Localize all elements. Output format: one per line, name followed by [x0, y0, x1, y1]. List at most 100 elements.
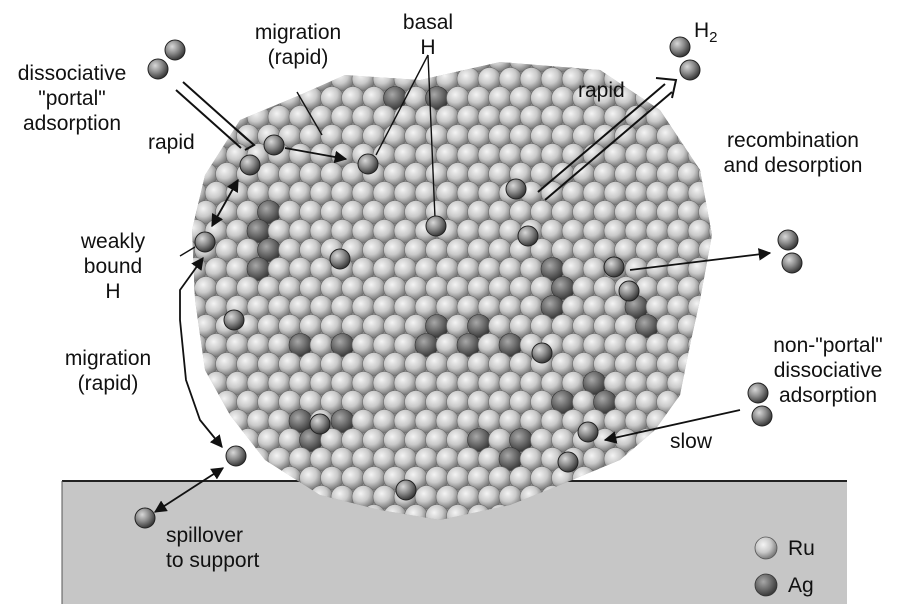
ru-atom: [247, 448, 270, 471]
label-migration-top: migration (rapid): [248, 20, 348, 70]
ru-atom: [184, 448, 207, 471]
ru-atom: [751, 258, 774, 281]
h-atom-weakly-bound: [195, 232, 215, 252]
ru-atom: [709, 448, 732, 471]
ru-atom: [730, 296, 753, 319]
ru-atom: [195, 429, 218, 452]
ru-atom: [363, 49, 386, 72]
ru-atom: [688, 334, 711, 357]
h-atom-surface: [224, 310, 244, 330]
ru-atom: [625, 68, 648, 91]
h-atom-surface: [506, 179, 526, 199]
ru-atom: [709, 220, 732, 243]
ru-atom: [751, 448, 774, 471]
ru-atom: [709, 106, 732, 129]
label-recombination: recombination and desorption: [708, 128, 878, 178]
h-atom-basal: [358, 154, 378, 174]
h-atom-surface: [310, 414, 330, 434]
ru-atom: [699, 353, 722, 376]
ru-atom: [625, 448, 648, 471]
label-slow: slow: [670, 429, 712, 454]
h-atom-spillover: [135, 508, 155, 528]
ru-atom: [741, 429, 764, 452]
ru-atom: [741, 201, 764, 224]
label-non-portal: non-"portal" dissociative adsorption: [758, 333, 898, 408]
ru-atom: [751, 106, 774, 129]
ru-atom: [730, 68, 753, 91]
label-dissociative-portal: dissociative "portal" adsorption: [6, 61, 138, 136]
ru-atom: [195, 49, 218, 72]
h2-subscript: 2: [709, 29, 717, 46]
ru-atom: [699, 49, 722, 72]
h-atom-surface: [396, 480, 416, 500]
label-basal-h: basal H: [396, 10, 460, 60]
h-atom-surface: [240, 155, 260, 175]
ru-atom: [741, 87, 764, 110]
ru-atom: [720, 87, 743, 110]
h2-molecule-desorbed-atom: [670, 37, 690, 57]
ru-atom: [699, 391, 722, 414]
ru-atom: [195, 391, 218, 414]
legend-ru-swatch: [755, 537, 777, 559]
label-h2: H2: [694, 18, 718, 50]
label-rapid-right: rapid: [578, 78, 625, 103]
ru-atom: [174, 277, 197, 300]
ru-atom: [268, 68, 291, 91]
h2-molecule-desorbed-atom: [680, 60, 700, 80]
h2-molecule-portal-atom: [165, 40, 185, 60]
ru-atom: [174, 201, 197, 224]
ru-atom: [688, 372, 711, 395]
ru-atom: [741, 239, 764, 262]
leader-weakly-bound: [180, 247, 195, 256]
ru-atom: [237, 87, 260, 110]
label-weakly-bound: weakly bound H: [70, 229, 156, 304]
ru-atom: [709, 372, 732, 395]
legend-ag-label: Ag: [788, 573, 814, 598]
ru-atom: [226, 68, 249, 91]
ru-atom: [730, 410, 753, 433]
h-atom-surface: [330, 249, 350, 269]
ru-atom: [709, 68, 732, 91]
ru-atom: [730, 106, 753, 129]
ru-atom: [174, 429, 197, 452]
label-spillover: spillover to support: [166, 523, 259, 573]
h2-molecule-recombined-atom: [782, 253, 802, 273]
legend-ag-swatch: [755, 574, 777, 596]
ru-atom: [205, 68, 228, 91]
ru-atom: [604, 448, 627, 471]
ru-atom: [289, 68, 312, 91]
ru-atom: [699, 315, 722, 338]
ru-atom: [205, 448, 228, 471]
ru-atom: [751, 220, 774, 243]
ru-atom: [720, 353, 743, 376]
ru-atom: [247, 68, 270, 91]
h2-molecule-nonportal-atom: [752, 406, 772, 426]
ru-atom: [720, 315, 743, 338]
ru-atom: [646, 448, 669, 471]
h-atom-surface: [558, 452, 578, 472]
ru-atom: [195, 87, 218, 110]
h-atom-basal: [426, 216, 446, 236]
h-atom-surface: [518, 226, 538, 246]
h-atom-surface: [532, 343, 552, 363]
label-rapid-left: rapid: [148, 130, 195, 155]
ru-atom: [678, 391, 701, 414]
ru-atom: [594, 49, 617, 72]
ru-atom: [720, 429, 743, 452]
ru-atom: [730, 258, 753, 281]
h-atom-surface: [264, 135, 284, 155]
ru-atom: [174, 163, 197, 186]
ru-atom: [720, 277, 743, 300]
h2-symbol: H: [694, 19, 709, 42]
ru-atom: [709, 182, 732, 205]
ru-atom: [751, 182, 774, 205]
ru-atom: [720, 49, 743, 72]
ru-atom: [741, 277, 764, 300]
h-atom-surface: [604, 257, 624, 277]
ru-atom: [699, 277, 722, 300]
h-atom-surface: [578, 422, 598, 442]
ru-atom: [678, 87, 701, 110]
ru-atom: [216, 87, 239, 110]
ru-atom: [573, 49, 596, 72]
ru-atom: [216, 49, 239, 72]
